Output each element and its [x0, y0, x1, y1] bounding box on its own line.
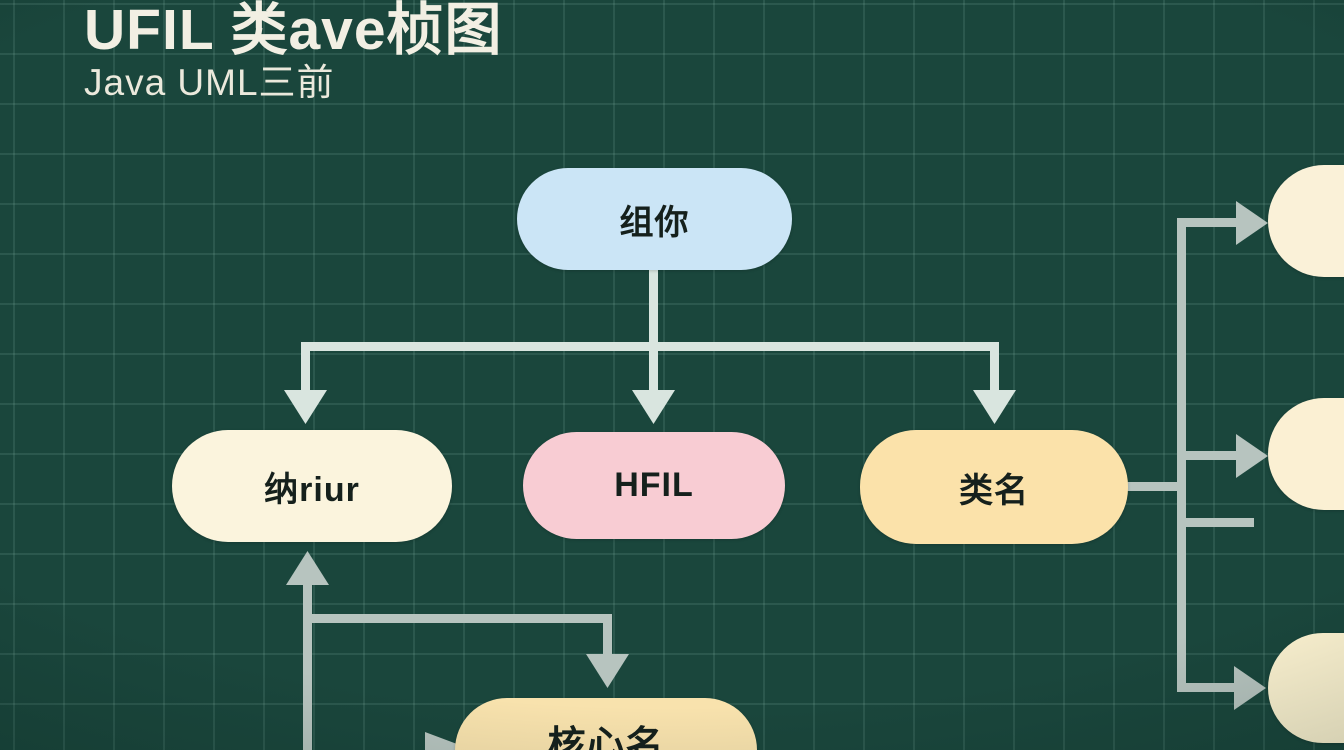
node-core-label: 核心名	[547, 725, 665, 750]
connector-right-stub	[1186, 518, 1254, 527]
page-title: UFIL 类ave桢图	[84, 0, 503, 62]
connector-right-middle-shaft	[1186, 451, 1238, 460]
node-core: 核心名	[455, 698, 757, 750]
node-right-top	[1268, 165, 1344, 277]
node-left: 纳riur	[172, 430, 452, 542]
page-subtitle: Java UML三前	[84, 62, 335, 103]
node-root-label: 组你	[619, 203, 690, 242]
connector-drop-right	[990, 342, 999, 392]
connector-right-bottom-shaft	[1186, 683, 1236, 692]
arrowhead-down-left-icon	[284, 390, 327, 424]
arrowhead-right-top-icon	[1236, 201, 1268, 245]
connector-branch-horizontal	[303, 614, 612, 623]
connector-root-stem	[649, 266, 658, 392]
connector-right-vertical	[1177, 218, 1186, 692]
connector-up-line	[303, 583, 312, 750]
node-middle-label: HFIL	[614, 466, 694, 504]
node-class-name-label: 类名	[959, 471, 1029, 510]
arrowhead-down-right-icon	[973, 390, 1016, 424]
arrowhead-down-middle-icon	[632, 390, 675, 424]
arrowhead-right-bottom-icon	[1234, 666, 1266, 710]
connector-branch-vertical	[603, 614, 612, 658]
node-middle: HFIL	[523, 432, 785, 539]
node-right-bottom	[1268, 633, 1344, 743]
arrowhead-right-middle-icon	[1236, 434, 1268, 478]
node-right-middle	[1268, 398, 1344, 510]
arrowhead-down-core-icon	[586, 654, 629, 688]
arrowhead-up-icon	[286, 551, 329, 585]
node-class-name: 类名	[860, 430, 1128, 544]
node-root: 组你	[517, 168, 792, 270]
node-left-label: 纳riur	[264, 470, 360, 509]
connector-right-top-shaft	[1186, 218, 1238, 227]
connector-crossbar	[301, 342, 999, 351]
connector-class-out	[1124, 482, 1177, 491]
connector-drop-left	[301, 342, 310, 392]
